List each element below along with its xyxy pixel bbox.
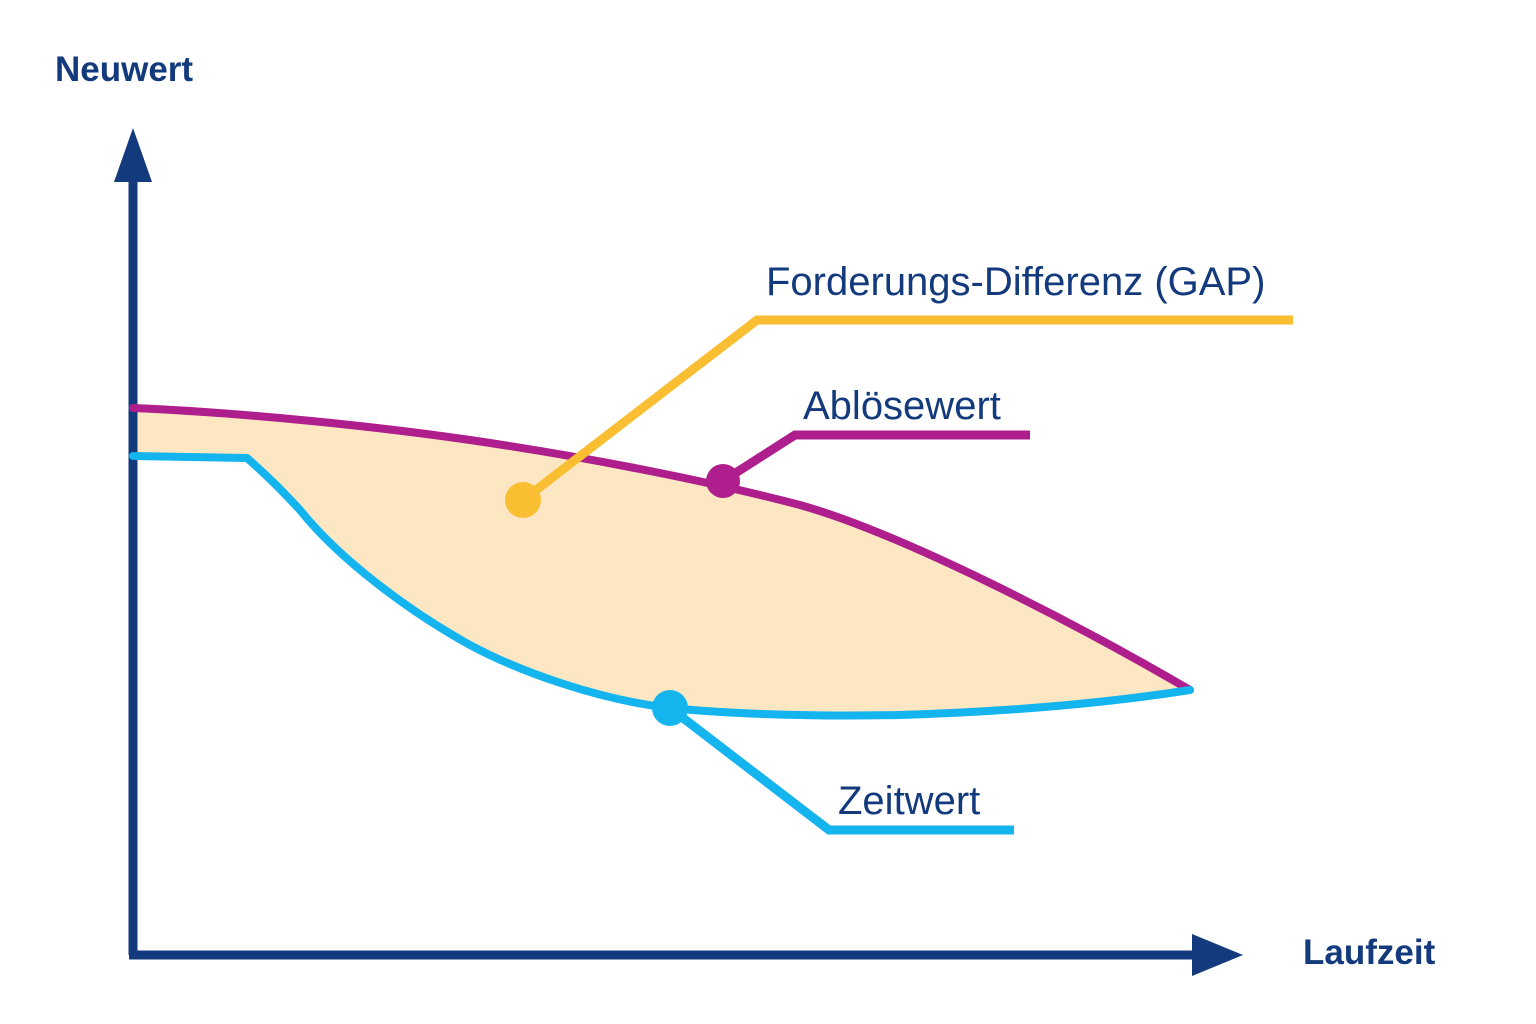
abloesewert-leader-line <box>720 430 1030 485</box>
zeitwert-series-label: Zeitwert <box>838 779 981 823</box>
gap-leader-line <box>520 315 1293 504</box>
zeitwert-leader-line <box>667 704 1014 835</box>
zeitwert-curve <box>129 452 1194 720</box>
gap-series-label: Forderungs-Differenz (GAP) <box>766 260 1266 304</box>
arrow-right-icon <box>1192 934 1243 976</box>
x-axis-title: Laufzeit <box>1303 933 1436 972</box>
gap-shaded-area <box>133 408 1190 716</box>
abloesewert-series-label: Ablösewert <box>803 384 1001 428</box>
zeitwert-dot-marker-icon <box>652 690 688 726</box>
abloesewert-curve <box>129 404 1194 694</box>
abloesewert-dot-marker-icon <box>706 464 740 498</box>
gap-dot-marker-icon <box>505 482 541 518</box>
arrow-up-icon <box>114 128 152 182</box>
y-axis-title: Neuwert <box>55 50 194 89</box>
